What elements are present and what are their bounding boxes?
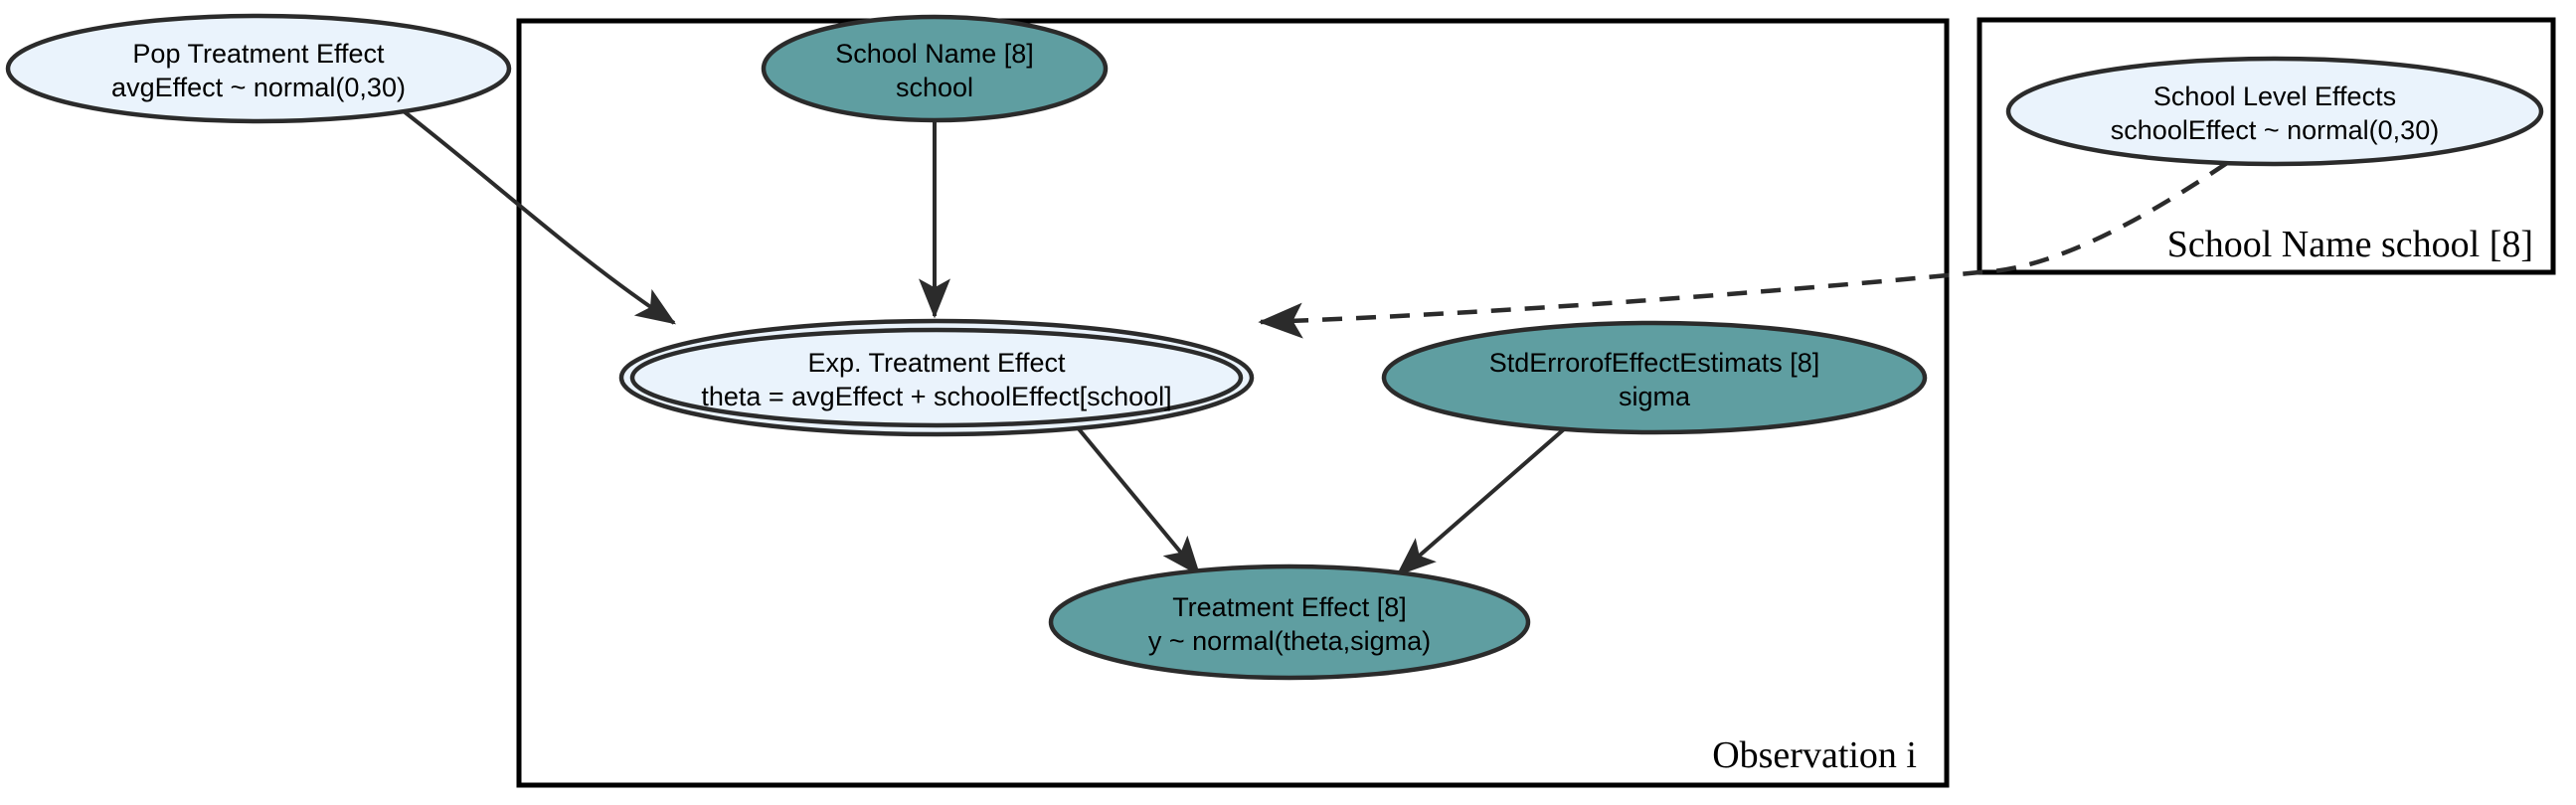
plate-observation: Observation i [516,18,1950,788]
edge-sigma-to-y-path [1396,427,1566,576]
node-treatment-effect-line1: Treatment Effect [8] [1172,592,1407,622]
node-std-error-of-effect-estimates-ellipse[interactable] [1381,320,1928,435]
edge-theta-to-y [1074,423,1201,576]
edge-avgeffect-to-theta-path [402,109,676,325]
plate-observation-label: Observation i [1712,734,1917,776]
node-school-level-effects-line1: School Level Effects [2153,81,2396,111]
edge-schooleffect-to-theta-path [1258,161,2229,339]
plate-school-rect [1976,17,2556,275]
node-pop-treatment-effect-line2: avgEffect ~ normal(0,30) [111,73,406,102]
node-school-name[interactable]: School Name [8] school [761,14,1109,123]
node-school-level-effects-ellipse[interactable] [2005,56,2544,167]
node-std-error-of-effect-estimates-line1: StdErrorofEffectEstimats [8] [1489,348,1820,378]
edge-sigma-to-y [1396,427,1566,576]
node-exp-treatment-effect-inner-ellipse [629,327,1244,428]
plate-school: School Name school [8] [1976,17,2556,275]
node-exp-treatment-effect[interactable]: Exp. Treatment Effect theta = avgEffect … [618,318,1255,437]
edge-avgeffect-to-theta [402,109,676,325]
edge-schooleffect-to-theta [1258,161,2229,339]
edge-theta-to-y-path [1074,423,1201,576]
node-pop-treatment-effect-line1: Pop Treatment Effect [132,39,385,69]
node-std-error-of-effect-estimates-line2: sigma [1619,382,1691,411]
node-std-error-of-effect-estimates[interactable]: StdErrorofEffectEstimats [8] sigma [1381,320,1928,435]
node-school-level-effects[interactable]: School Level Effects schoolEffect ~ norm… [2005,56,2544,167]
node-exp-treatment-effect-line1: Exp. Treatment Effect [807,348,1066,378]
node-pop-treatment-effect[interactable]: Pop Treatment Effect avgEffect ~ normal(… [5,13,512,124]
node-school-level-effects-line2: schoolEffect ~ normal(0,30) [2111,115,2439,145]
node-school-name-line2: school [896,73,973,102]
node-treatment-effect[interactable]: Treatment Effect [8] y ~ normal(theta,si… [1048,564,1531,681]
node-exp-treatment-effect-line2: theta = avgEffect + schoolEffect[school] [701,382,1171,411]
node-pop-treatment-effect-ellipse[interactable] [5,13,512,124]
node-treatment-effect-line2: y ~ normal(theta,sigma) [1148,626,1431,656]
node-school-name-ellipse[interactable] [761,14,1109,123]
node-treatment-effect-ellipse[interactable] [1048,564,1531,681]
plate-school-label: School Name school [8] [2167,224,2533,265]
plate-observation-rect [516,18,1950,788]
node-school-name-line1: School Name [8] [835,39,1034,69]
